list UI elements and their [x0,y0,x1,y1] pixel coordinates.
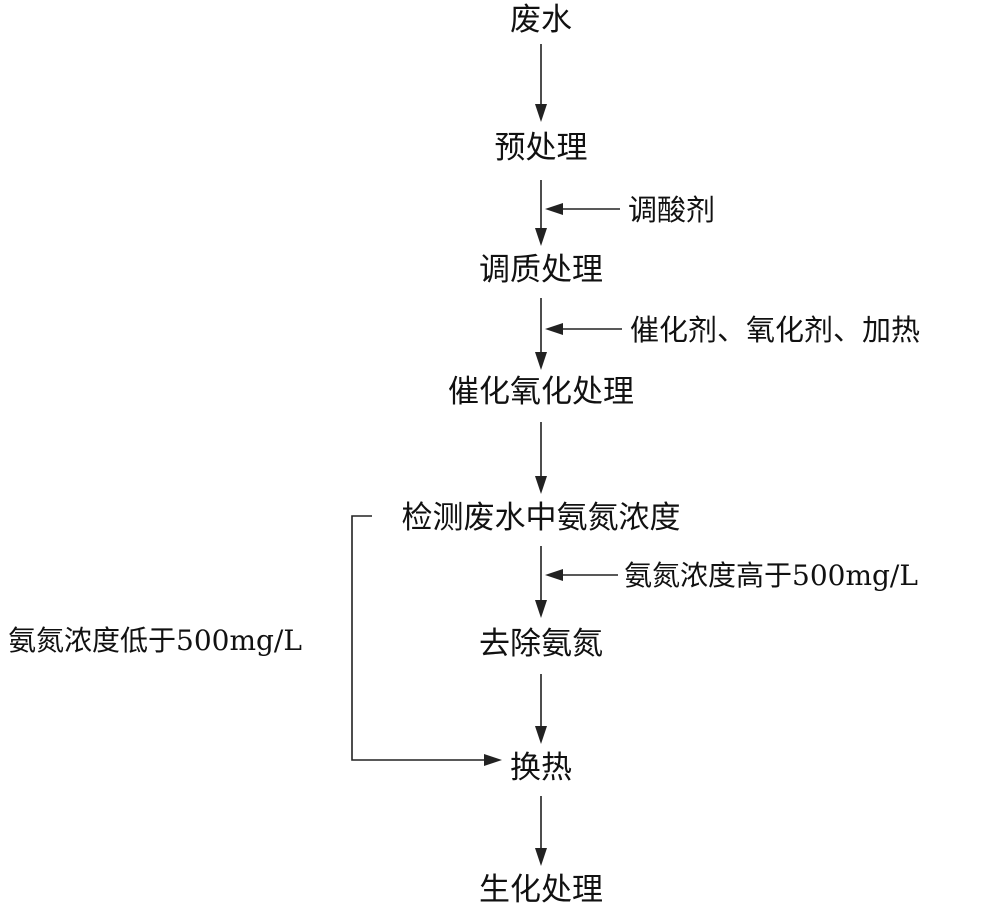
flow-arrow-2 [535,180,547,246]
step-conditioning: 调质处理 [479,252,603,288]
flow-arrow-6 [535,674,547,744]
input-arrow-catalyst [545,323,622,335]
flow-arrow-7 [535,796,547,866]
flow-arrow-5 [535,546,547,618]
input-arrow-ph-adjuster [545,203,620,215]
step-biochemical: 生化处理 [479,872,603,908]
input-catalyst-oxidant-heat: 催化剂、氧化剂、加热 [630,313,920,347]
input-arrow-high-ammonia [545,569,618,581]
flow-arrow-3 [535,298,547,370]
step-remove-ammonia: 去除氨氮 [479,626,603,662]
condition-low-ammonia: 氨氮浓度低于500mg/L [8,624,302,657]
step-catalytic-oxidation: 催化氧化处理 [448,374,634,410]
flow-arrow-4 [535,422,547,494]
bypass-arrow-low-ammonia [351,515,502,766]
input-ph-adjuster: 调酸剂 [628,193,715,227]
step-wastewater: 废水 [510,2,572,38]
step-pretreatment: 预处理 [495,130,588,166]
condition-high-ammonia: 氨氮浓度高于500mg/L [624,559,918,592]
step-detect-ammonia: 检测废水中氨氮浓度 [402,500,681,536]
flow-arrow-1 [535,44,547,122]
step-heat-exchange: 换热 [510,750,572,786]
